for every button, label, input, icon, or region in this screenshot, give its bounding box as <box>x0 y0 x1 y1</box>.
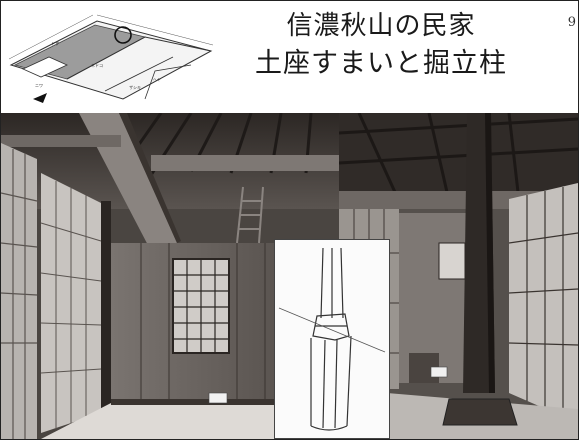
svg-text:ヘヤ: ヘヤ <box>153 77 161 82</box>
post-sketch-inset <box>274 239 390 439</box>
slide-title-line1: 信濃秋山の民家 <box>286 11 476 41</box>
post-sketch-drawing <box>275 240 389 438</box>
svg-text:ネドコ: ネドコ <box>91 62 103 68</box>
floor-plan-diagram: ネドコ ヘヤ ザシキ ドザ ニワ <box>8 14 214 103</box>
slide-header: ネドコ ヘヤ ザシキ ドザ ニワ 信濃秋山の民家 土座すまいと掘立柱 9 <box>1 1 578 113</box>
svg-text:ザシキ: ザシキ <box>129 84 141 90</box>
svg-text:ドザ: ドザ <box>51 40 59 46</box>
slide-title-line2: 土座すまいと掘立柱 <box>255 48 507 79</box>
svg-text:ニワ: ニワ <box>35 83 43 88</box>
page-number: 9 <box>567 15 576 30</box>
